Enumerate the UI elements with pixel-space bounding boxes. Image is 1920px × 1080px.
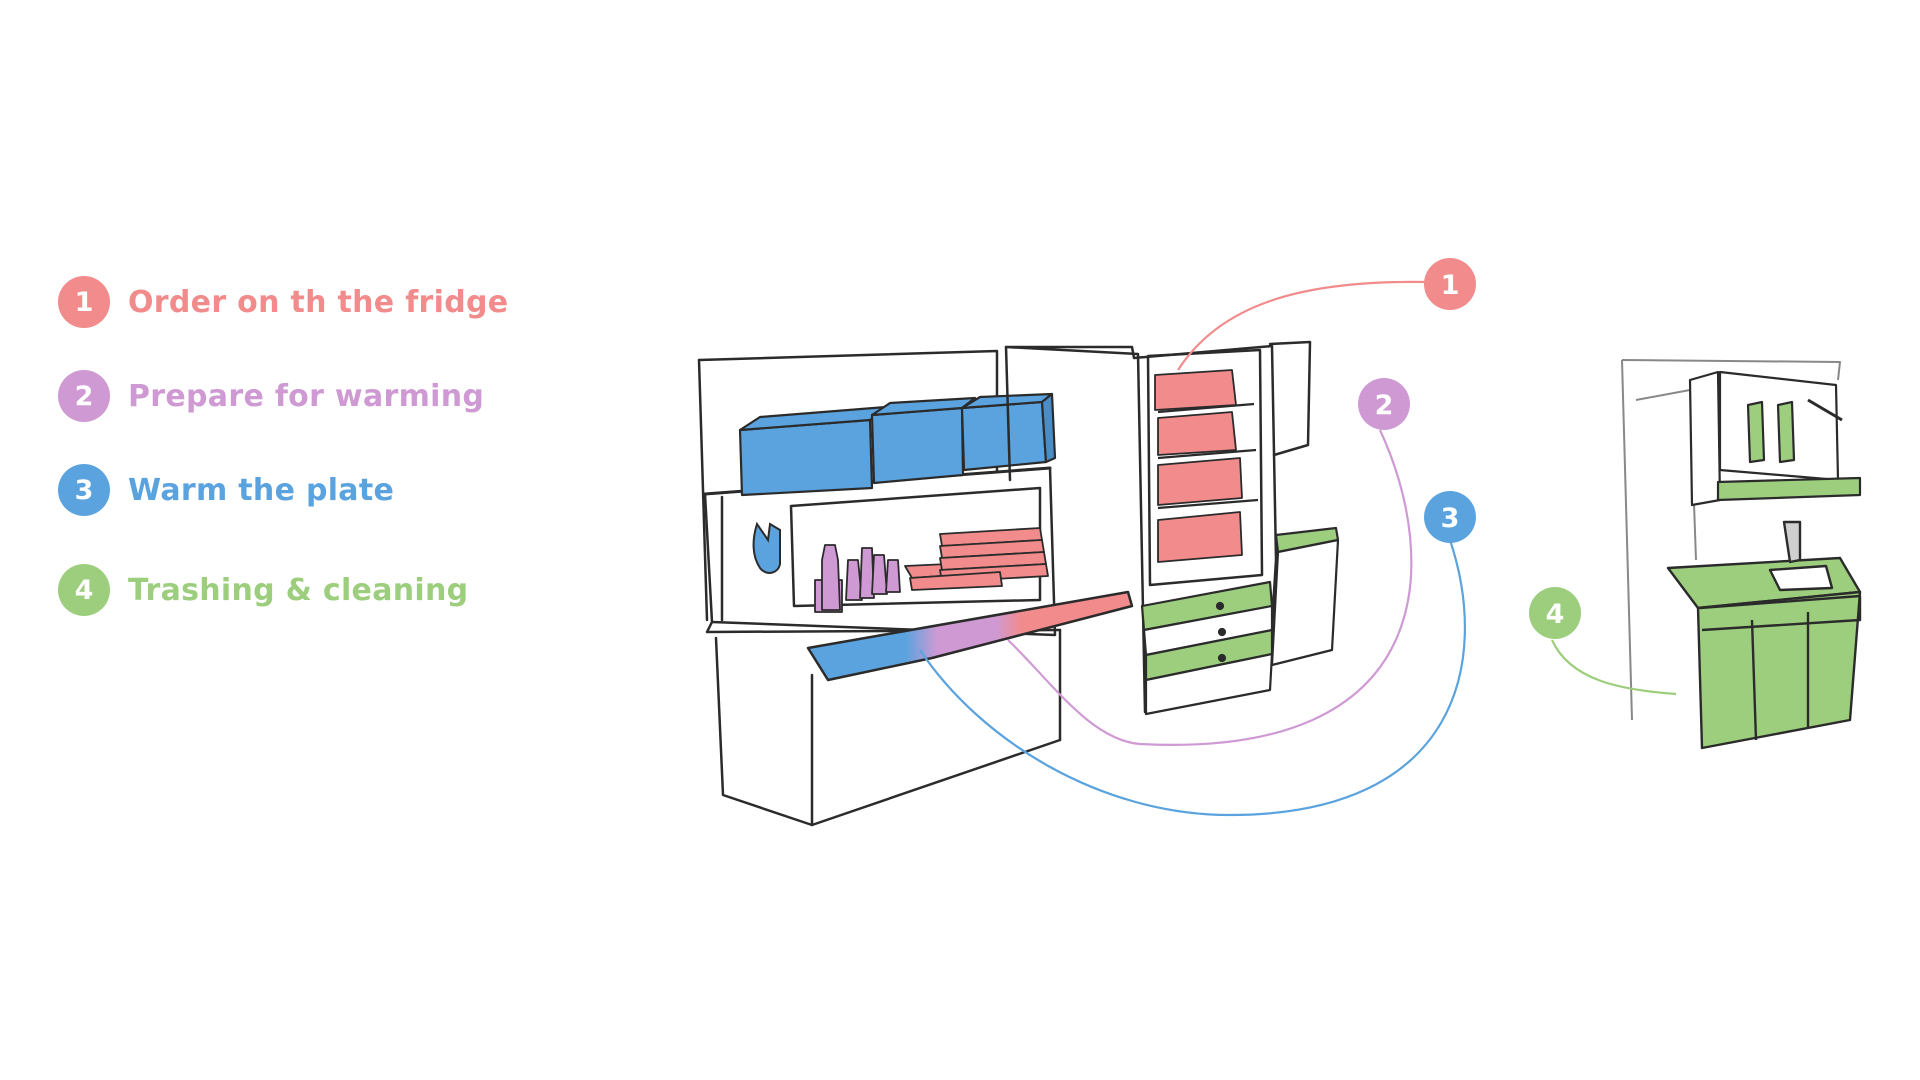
fridge-shelves xyxy=(1154,369,1259,563)
connector-4 xyxy=(1550,639,1677,696)
bottles-prep xyxy=(814,544,901,613)
legend-item-warm: 3 Warm the plate xyxy=(58,464,394,516)
legend-badge-3: 3 xyxy=(58,464,110,516)
legend-label-clean: Trashing & cleaning xyxy=(128,572,469,608)
oven-glove xyxy=(752,521,781,574)
legend-label-warm: Warm the plate xyxy=(128,472,395,508)
legend-label-order: Order on th the fridge xyxy=(128,284,509,320)
sink-cabinet xyxy=(1666,520,1862,750)
storage-boxes xyxy=(738,392,1057,497)
legend-badge-1: 1 xyxy=(58,276,110,328)
callout-number-4: 4 xyxy=(1546,599,1565,630)
callout-badge-3: 3 xyxy=(1424,491,1476,543)
callout-badge-2: 2 xyxy=(1358,378,1410,430)
connector-3 xyxy=(919,539,1466,817)
callout-number-3: 3 xyxy=(1441,503,1460,534)
warming-counter xyxy=(806,590,1134,682)
legend-badge-2: 2 xyxy=(58,370,110,422)
legend-item-prepare: 2 Prepare for warming xyxy=(58,370,484,422)
callout-number-2: 2 xyxy=(1375,390,1394,421)
callout-badge-1: 1 xyxy=(1424,258,1476,310)
legend-badge-4: 4 xyxy=(58,564,110,616)
plates-stack xyxy=(904,527,1049,591)
connector-1 xyxy=(1177,280,1427,371)
callout-badge-4: 4 xyxy=(1529,587,1581,639)
connector-2 xyxy=(1007,429,1413,747)
legend-item-clean: 4 Trashing & cleaning xyxy=(58,564,468,616)
legend-item-order: 1 Order on th the fridge xyxy=(58,276,508,328)
callout-number-1: 1 xyxy=(1441,270,1460,301)
legend-label-prepare: Prepare for warming xyxy=(128,378,485,414)
sink-upper-shelf xyxy=(1688,370,1862,507)
fridge-drawers xyxy=(1140,580,1274,716)
side-counter xyxy=(1270,526,1340,667)
